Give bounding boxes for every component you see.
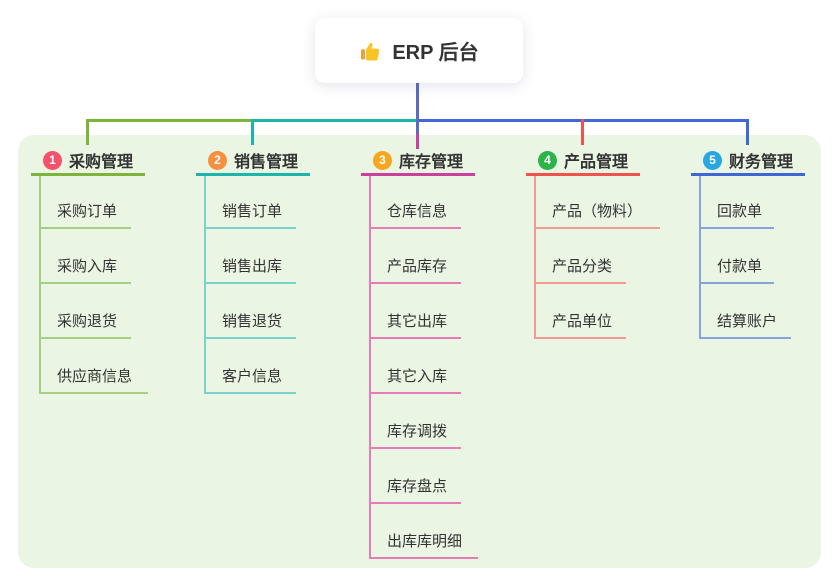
- leaf-item[interactable]: 回款单: [699, 174, 774, 229]
- branch-header-2[interactable]: 2 销售管理: [196, 147, 310, 176]
- content-panel: [18, 135, 821, 568]
- branch-header-1[interactable]: 1 采购管理: [31, 147, 145, 176]
- branch-header-3[interactable]: 3 库存管理: [361, 147, 475, 176]
- leaf-item[interactable]: 付款单: [699, 229, 774, 284]
- bus-segment-1: [86, 119, 253, 122]
- leaf-item[interactable]: 其它出库: [369, 284, 461, 339]
- branch-header-4[interactable]: 4 产品管理: [526, 147, 640, 176]
- branch-spine-3: [369, 176, 371, 559]
- leaf-item[interactable]: 结算账户: [699, 284, 791, 339]
- leaf-item[interactable]: 产品库存: [369, 229, 461, 284]
- root-stem-overlap: [416, 119, 419, 134]
- leaf-item[interactable]: 销售退货: [204, 284, 296, 339]
- leaf-item[interactable]: 采购退货: [39, 284, 131, 339]
- branch-spine-2: [204, 176, 206, 394]
- leaf-item[interactable]: 库存盘点: [369, 449, 461, 504]
- leaf-item[interactable]: 采购入库: [39, 229, 131, 284]
- thumbs-up-icon: [359, 39, 383, 63]
- root-label: ERP 后台: [392, 42, 479, 64]
- root-node[interactable]: ERP 后台: [315, 18, 523, 83]
- leaf-item[interactable]: 销售出库: [204, 229, 296, 284]
- branch-label: 产品管理: [563, 154, 628, 171]
- branch-badge-5: 5: [702, 150, 722, 170]
- branch-label: 财务管理: [728, 154, 793, 171]
- leaf-item[interactable]: 产品分类: [534, 229, 626, 284]
- leaf-item[interactable]: 仓库信息: [369, 174, 461, 229]
- branch-label: 库存管理: [398, 154, 463, 171]
- drop-line-4: [581, 119, 584, 145]
- branch-label: 销售管理: [233, 154, 298, 171]
- branch-spine-4: [534, 176, 536, 339]
- branch-spine-1: [39, 176, 41, 394]
- branch-header-5[interactable]: 5 财务管理: [691, 147, 805, 176]
- root-stem-line: [416, 83, 419, 134]
- leaf-item[interactable]: 产品单位: [534, 284, 626, 339]
- branch-spine-5: [699, 176, 701, 339]
- drop-line-2: [251, 119, 254, 145]
- branch-badge-2: 2: [207, 150, 227, 170]
- branch-badge-3: 3: [372, 150, 392, 170]
- leaf-item[interactable]: 采购订单: [39, 174, 131, 229]
- drop-line-3: [416, 119, 419, 149]
- leaf-item[interactable]: 客户信息: [204, 339, 296, 394]
- bus-segment-2: [252, 119, 418, 122]
- leaf-item[interactable]: 供应商信息: [39, 339, 148, 394]
- leaf-item[interactable]: 产品（物料）: [534, 174, 660, 229]
- leaf-item[interactable]: 销售订单: [204, 174, 296, 229]
- leaf-item[interactable]: 出库库明细: [369, 504, 478, 559]
- branch-badge-4: 4: [537, 150, 557, 170]
- drop-line-1: [86, 119, 89, 145]
- branch-label: 采购管理: [68, 154, 133, 171]
- leaf-item[interactable]: 其它入库: [369, 339, 461, 394]
- branch-badge-1: 1: [42, 150, 62, 170]
- leaf-item[interactable]: 库存调拨: [369, 394, 461, 449]
- drop-line-5: [746, 119, 749, 145]
